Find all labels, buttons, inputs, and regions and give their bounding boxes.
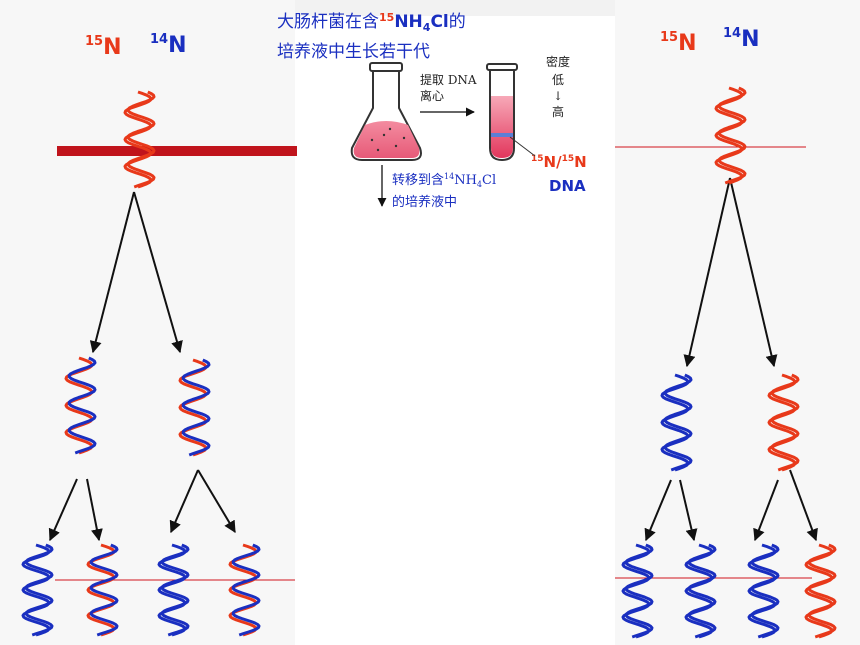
- left-parent-helix: [123, 90, 156, 189]
- left-n15-label: 15N: [85, 34, 122, 60]
- left-gen2-helix-2-strand-b: [89, 543, 119, 637]
- left-gen2-helix-4: [228, 543, 261, 637]
- right-gen2-helix-1: [621, 543, 654, 639]
- right-n15-label: 15N: [660, 30, 697, 56]
- dna-label: DNA: [549, 177, 586, 195]
- left-gen2-helix-3: [157, 543, 190, 637]
- right-gen2-helix-3-strand-b: [750, 543, 780, 639]
- density-label: 密度 低 ↓ 高: [545, 55, 570, 119]
- right-gen2-helix-4: [804, 543, 837, 639]
- left-gen1-helix-b-strand-b: [181, 358, 211, 457]
- left-gen2-helix-3-strand-b: [160, 543, 190, 637]
- right-gen1-helix-a: [660, 373, 693, 472]
- transfer-label: 转移到含14NH4Cl 的培养液中: [392, 172, 497, 210]
- right-n14-label: 14N: [723, 26, 760, 52]
- band-pointer-line: [509, 136, 536, 157]
- left-gen1-helix-a: [64, 356, 97, 455]
- left-parent-helix-strand-b: [126, 90, 156, 189]
- right-gen2-helix-1-strand-b: [624, 543, 654, 639]
- left-tree-arrows: [48, 191, 236, 542]
- left-gen2-helix-2: [86, 543, 119, 637]
- right-gen2-helix-3: [747, 543, 780, 639]
- tube-band-label: 15N/15N: [531, 153, 587, 171]
- flask-icon: [350, 62, 422, 161]
- heavy-band-bar: [57, 146, 297, 156]
- left-gen2-helix-1: [21, 543, 54, 637]
- right-gen1-helix-a-strand-b: [663, 373, 693, 472]
- left-gen1-helix-b: [178, 358, 211, 457]
- right-gen2-helix-2: [684, 543, 717, 639]
- right-parent-helix-strand-b: [717, 86, 747, 185]
- right-tree-arrows: [644, 177, 818, 542]
- right-gen2-helix-4-strand-b: [807, 543, 837, 639]
- left-gen2-helix-1-strand-b: [24, 543, 54, 637]
- left-gen1-helix-a-strand-b: [67, 356, 97, 455]
- right-gen1-helix-b-strand-b: [770, 373, 800, 472]
- extract-dna-label: 提取 DNA 离心: [420, 73, 477, 103]
- left-n14-label: 14N: [150, 32, 187, 58]
- right-background: [615, 0, 860, 645]
- top-background: [295, 0, 615, 16]
- test-tube-icon: [486, 63, 518, 162]
- right-gen2-helix-2-strand-b: [687, 543, 717, 639]
- right-parent-helix: [714, 86, 747, 185]
- left-gen2-helix-4-strand-b: [231, 543, 261, 637]
- experiment-title: 大肠杆菌在含15NH4Cl的 培养液中生长若干代: [277, 11, 466, 62]
- right-gen1-helix-b: [767, 373, 800, 472]
- dna-helices: [21, 86, 837, 639]
